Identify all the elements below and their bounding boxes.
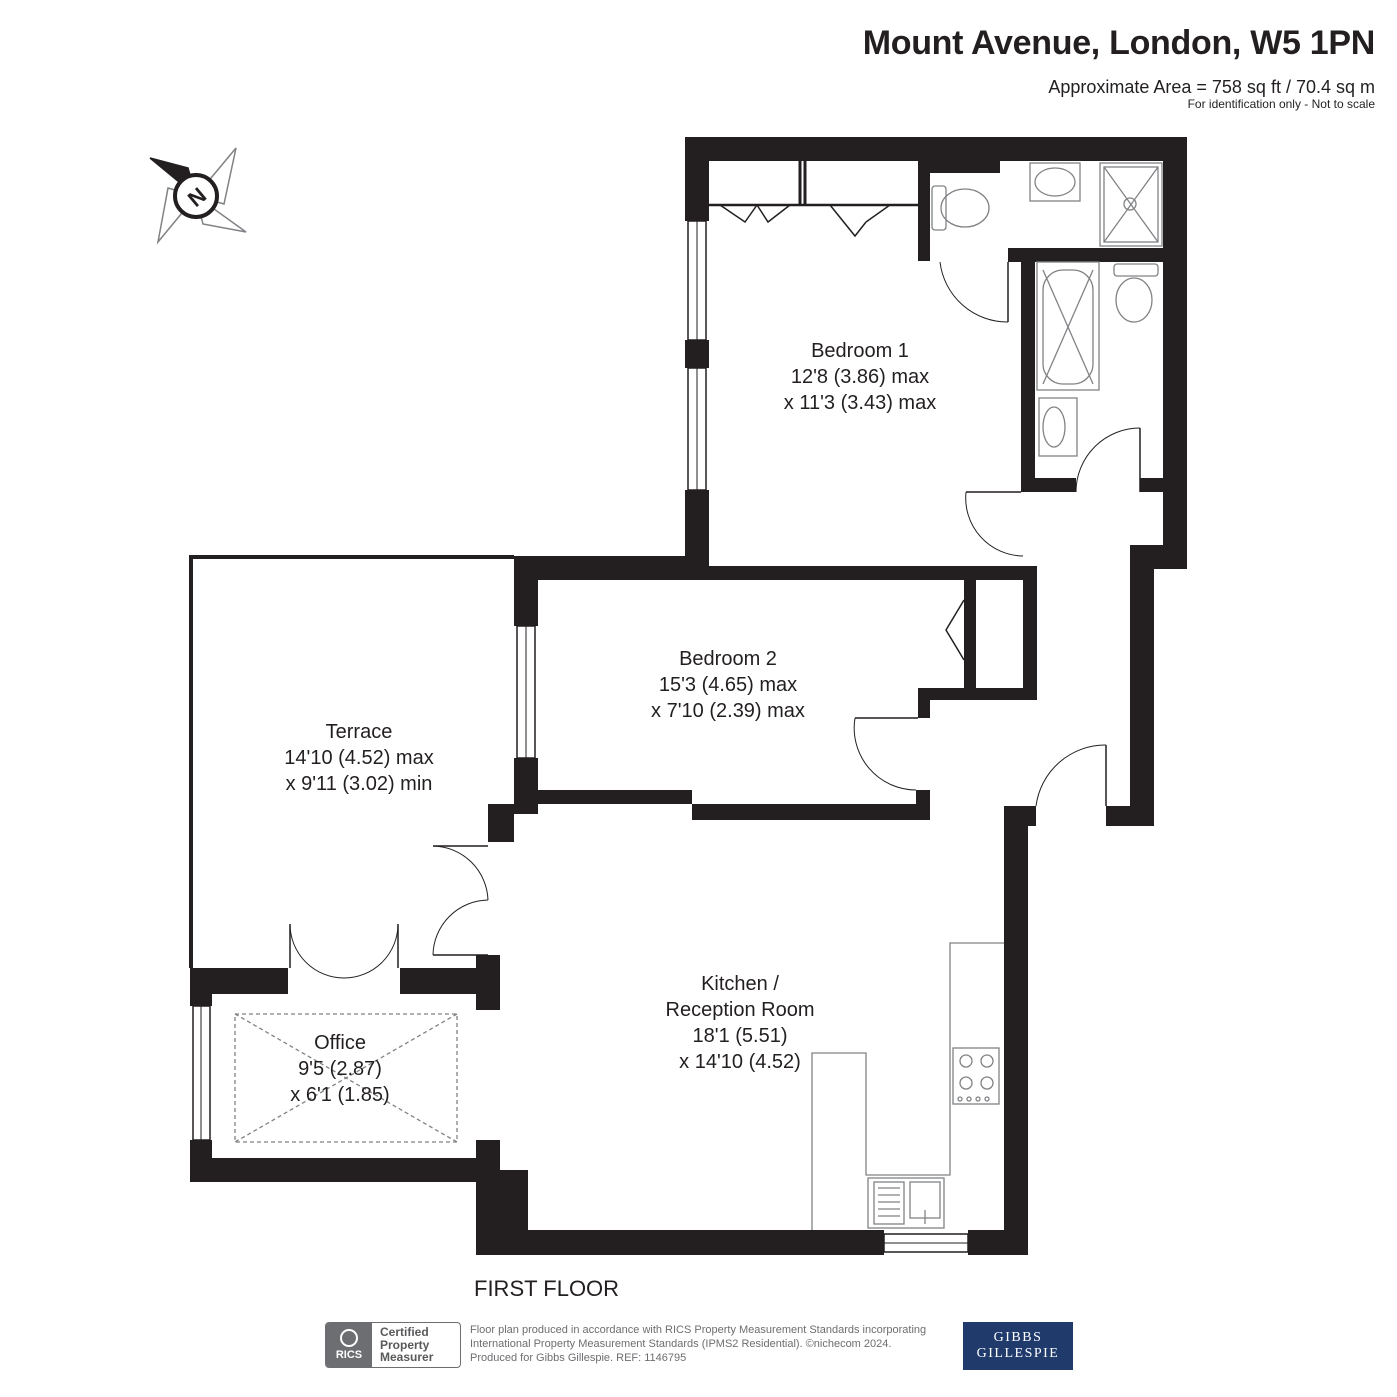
measurement-disclaimer: Floor plan produced in accordance with R…: [470, 1323, 960, 1365]
room-dimension: x 9'11 (3.02) min: [285, 773, 433, 795]
walls: [190, 137, 1187, 1255]
disclaimer-line: Floor plan produced in accordance with R…: [470, 1324, 927, 1336]
agent-logo-line: GIBBS: [993, 1330, 1043, 1345]
rics-logo: RICS: [326, 1323, 372, 1367]
room-dimension: 18'1 (5.51): [692, 1025, 788, 1047]
room-label-terrace: Terrace 14'10 (4.52) max x 9'11 (3.02) m…: [259, 719, 459, 797]
room-name: Kitchen /: [701, 973, 779, 995]
rics-logo-text: RICS: [335, 1349, 363, 1361]
scale-disclaimer: For identification only - Not to scale: [1187, 97, 1375, 111]
room-label-office: Office 9'5 (2.87) x 6'1 (1.85): [240, 1030, 440, 1108]
room-dimension: 15'3 (4.65) max: [658, 674, 798, 696]
room-dimension: x 14'10 (4.52): [679, 1051, 801, 1073]
rics-globe-icon: [340, 1329, 358, 1347]
badge-line: Measurer: [380, 1350, 434, 1364]
room-label-bedroom-1: Bedroom 1 12'8 (3.86) max x 11'3 (3.43) …: [760, 338, 960, 416]
room-dimension: 14'10 (4.52) max: [284, 747, 434, 769]
agent-logo-line: GILLESPIE: [976, 1346, 1060, 1361]
room-name: Bedroom 2: [679, 648, 777, 670]
badge-line: Property: [380, 1337, 430, 1352]
room-dimension: x 11'3 (3.43) max: [783, 392, 937, 414]
room-dimension: 9'5 (2.87): [298, 1058, 382, 1080]
badge-text: Certified Property Measurer: [380, 1326, 433, 1364]
room-name: Office: [314, 1032, 366, 1054]
room-dimension: x 7'10 (2.39) max: [651, 700, 805, 722]
room-name: Terrace: [325, 721, 393, 743]
disclaimer-line: Produced for Gibbs Gillespie. REF: 11467…: [470, 1352, 687, 1364]
room-name: Bedroom 1: [811, 340, 909, 362]
room-dimension: x 6'1 (1.85): [290, 1084, 390, 1106]
fixtures: [234, 162, 1163, 1230]
property-address-title: Mount Avenue, London, W5 1PN: [862, 24, 1376, 62]
north-compass-icon: N: [149, 147, 247, 245]
room-dimension: 12'8 (3.86) max: [790, 366, 930, 388]
approximate-area: Approximate Area = 758 sq ft / 70.4 sq m: [1048, 77, 1375, 97]
room-name-continued: Reception Room: [665, 999, 815, 1021]
room-label-kitchen-reception: Kitchen / Reception Room 18'1 (5.51) x 1…: [630, 971, 850, 1075]
floor-level-label: FIRST FLOOR: [474, 1276, 620, 1301]
agent-logo: GIBBS GILLESPIE: [963, 1322, 1073, 1370]
disclaimer-line: International Property Measurement Stand…: [470, 1338, 892, 1350]
room-label-bedroom-2: Bedroom 2 15'3 (4.65) max x 7'10 (2.39) …: [628, 646, 828, 724]
badge-line: Certified: [380, 1325, 429, 1339]
rics-certified-badge: RICS Certified Property Measurer: [325, 1322, 461, 1368]
